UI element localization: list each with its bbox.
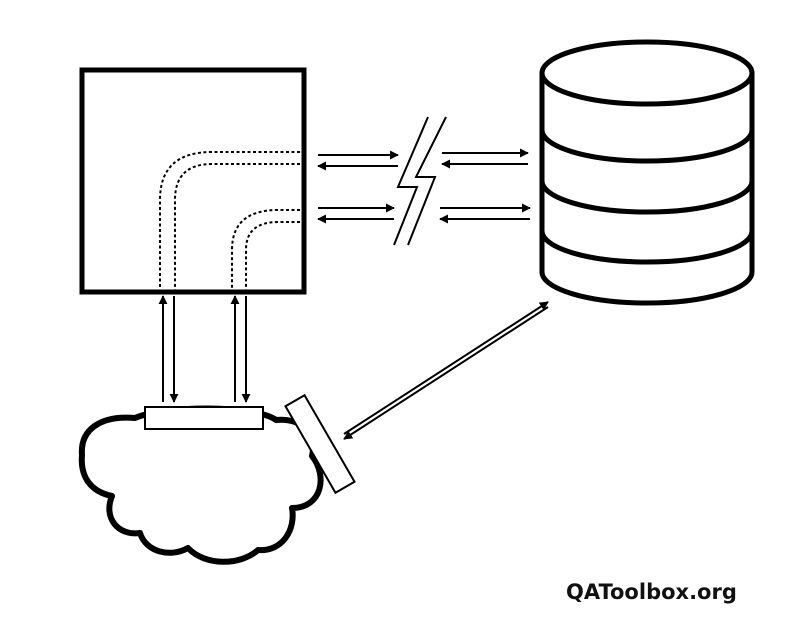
database-icon [539, 39, 755, 306]
internal-channel-outer [159, 151, 300, 292]
cloud-port-side [284, 393, 356, 495]
interrupted-link [393, 116, 447, 246]
cloud-to-database-arrow [343, 301, 549, 440]
system-box [79, 67, 307, 295]
link-to-database-arrows [439, 148, 531, 224]
internal-channel-inner [231, 209, 300, 292]
box-to-cloud-arrows [158, 295, 251, 403]
box-to-link-arrows [317, 150, 399, 224]
watermark-text: QAToolbox.org [566, 580, 737, 604]
cloud-icon [78, 405, 324, 565]
cloud-port-top [144, 406, 264, 430]
